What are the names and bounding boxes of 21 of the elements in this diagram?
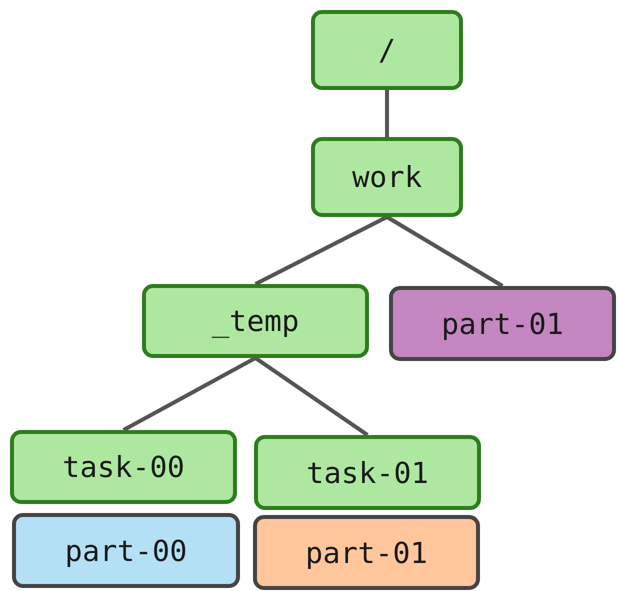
node-label: work: [352, 160, 422, 194]
file-box: [12, 513, 240, 588]
directory-box: [10, 430, 237, 504]
connector-line: [254, 356, 369, 437]
node-label: part-01: [441, 306, 564, 340]
connector-line: [386, 215, 504, 288]
node-label: /: [378, 33, 396, 67]
node-label: task-00: [62, 450, 185, 484]
directory-box: [142, 284, 369, 358]
directory-box: [311, 10, 463, 90]
directory-box: [311, 137, 463, 217]
node-label: task-01: [306, 456, 429, 490]
directory-box: [254, 435, 481, 510]
node-label: part-00: [64, 534, 188, 568]
node-label: part-01: [305, 536, 428, 570]
connector-line: [254, 215, 388, 286]
connector-line: [122, 356, 256, 432]
node-label: _temp: [212, 304, 300, 338]
file-box: [389, 286, 616, 361]
file-box: [253, 515, 480, 590]
connector-line: [385, 90, 389, 137]
